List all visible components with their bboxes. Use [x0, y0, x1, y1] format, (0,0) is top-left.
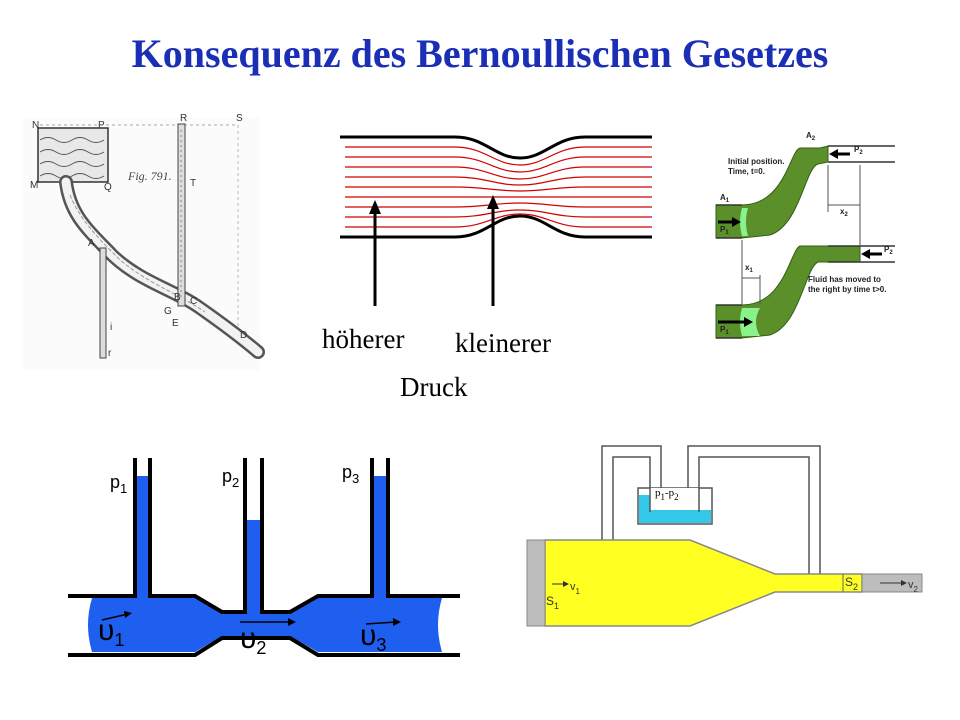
sketch-letter-t: T — [190, 178, 196, 189]
sketch-letter-a: A — [88, 238, 95, 249]
streamlines — [345, 146, 652, 228]
label-upper-p1: P1 — [720, 225, 729, 236]
sketch-letter-e: E — [172, 318, 179, 329]
label-p2: p2 — [222, 466, 239, 490]
sketch-tube-left — [99, 247, 107, 359]
label-initial-line2: Time, t=0. — [728, 167, 765, 176]
label-v1-manometer: v1 — [570, 581, 581, 596]
label-moved-line2: the right by time t>0. — [808, 285, 886, 294]
velocity-arrows — [101, 613, 397, 625]
sketch-letter-c: C — [190, 296, 197, 307]
sketch-fig-label: Fig. 791. — [127, 169, 172, 183]
label-v1: υ1 — [98, 614, 124, 650]
pipe-bottom-wall — [340, 214, 652, 239]
velocity-arrow-1-head — [124, 611, 132, 618]
venturi-water — [88, 476, 442, 652]
label-higher: höherer — [322, 324, 405, 354]
pipe-top-wall — [340, 135, 652, 160]
sketch-letter-g: G — [164, 306, 172, 317]
label-lower: kleinerer — [455, 328, 551, 358]
venturi-labels: p1 p2 p3 υ1 υ2 υ3 — [98, 462, 386, 658]
sketch-letter-i: i — [110, 322, 112, 333]
sketch-letter-b: B — [174, 292, 181, 303]
label-a1: A1 — [720, 193, 730, 204]
upper-pipe-a1-face — [740, 208, 748, 236]
label-initial-line1: Initial position. — [728, 157, 784, 166]
label-x1: x1 — [745, 263, 753, 274]
sketch-letter-r: R — [180, 113, 187, 124]
label-a2: A2 — [806, 131, 816, 142]
sketch-letter-q: Q — [104, 182, 112, 193]
label-moved-line1: Fluid has moved to — [808, 275, 881, 284]
velocity-arrow-2-head — [288, 618, 296, 626]
label-pressure: Druck — [400, 372, 468, 402]
label-v3: υ3 — [360, 619, 386, 655]
label-s1: S1 — [546, 594, 559, 611]
lower-p1-arrow-head — [744, 317, 753, 327]
inlet-face-s1 — [526, 539, 546, 627]
manometer-tubes — [601, 445, 821, 574]
label-upper-p2: P2 — [854, 145, 863, 156]
arrow-high-pressure-head — [369, 200, 381, 214]
label-x2: x2 — [840, 207, 848, 218]
lower-p2-arrow-head — [861, 249, 870, 259]
sketch-letter-d: D — [240, 330, 247, 341]
venturi-walls — [68, 458, 460, 657]
v1-arrow-head — [563, 581, 569, 587]
upper-p1-arrow-head — [732, 217, 741, 227]
velocity-arrow-3-head — [393, 618, 401, 626]
label-p3: p3 — [342, 462, 359, 486]
displacement-labels: A2 A1 P1 P2 P1 P2 x2 x1 Initial position… — [720, 131, 893, 336]
sketch-letters: N P R S M Q T A B C D E G i r — [30, 113, 247, 359]
arrow-low-pressure-head — [487, 195, 499, 209]
label-v2: υ2 — [240, 622, 266, 658]
label-p1: p1 — [110, 472, 127, 496]
sketch-letter-r2: r — [108, 348, 112, 359]
manometer-divider-gap — [650, 488, 699, 510]
sketch-letter-p: P — [98, 120, 105, 131]
sketch-letter-s: S — [236, 113, 243, 124]
upper-p2-arrow-head — [829, 149, 838, 159]
slide-title: Konsequenz des Bernoullischen Gesetzes — [131, 31, 829, 76]
sketch-letter-m: M — [30, 180, 38, 191]
pipe-fluid — [544, 539, 863, 627]
label-lower-p2: P2 — [884, 245, 893, 256]
v2-arrow-head — [901, 580, 907, 586]
label-v2-manometer: v2 — [908, 579, 919, 594]
sketch-tank-water — [39, 137, 105, 179]
label-s2: S2 — [845, 575, 858, 592]
manometer-labels: S1 S2 v1 v2 — [546, 575, 919, 611]
label-lower-p1: P1 — [720, 325, 729, 336]
sketch-letter-n: N — [32, 120, 39, 131]
label-pressure-difference: p1-p2 — [655, 487, 679, 502]
